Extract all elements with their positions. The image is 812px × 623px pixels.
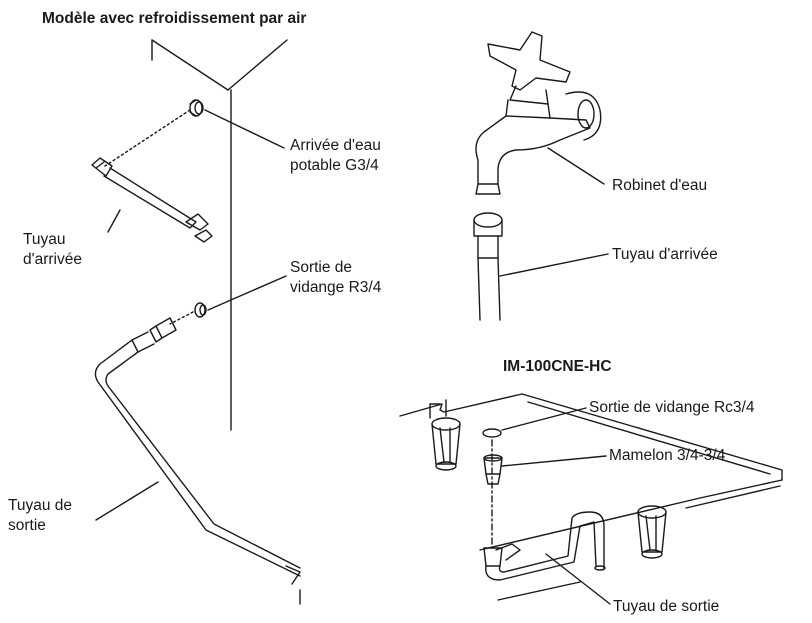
inlet-hose-left-label-line2: d'arrivée [23,251,82,268]
water-tap-label: Robinet d'eau [612,177,708,194]
left-foot [431,417,461,471]
water-inlet-label-line1: Arrivée d'eau [290,137,381,154]
inlet-hose-left-label: Tuyau d'arrivée [23,230,82,270]
inlet-hose-left-label-line1: Tuyau [23,231,66,248]
nipple-fitting [483,454,503,485]
water-tap [475,31,602,195]
leader-lines [95,109,611,605]
right-foot [637,505,667,559]
drain-outlet-label-line1: Sortie de [290,259,353,276]
outlet-hose-right [483,511,606,581]
inlet-hose-right-label: Tuyau d'arrivée [612,246,718,263]
inlet-hose-right [473,212,503,321]
machine-base-outline [399,393,783,601]
machine-cabinet-outline [151,39,288,431]
inlet-hose-left [91,157,213,243]
drain-outlet-rc-label: Sortie de vidange Rc3/4 [589,399,755,416]
drain-outlet-label-line2: vidange R3/4 [290,279,382,296]
nipple-label: Mamelon 3/4-3/4 [609,447,726,464]
outlet-hose-right-label: Tuyau de sortie [613,598,720,615]
outlet-hose-left [94,317,301,605]
outlet-hose-left-label: Tuyau de sortie [8,496,72,536]
drain-outlet-washer [482,428,502,438]
water-inlet-fitting [189,99,204,117]
model-code-title: IM-100CNE-HC [503,358,612,375]
water-inlet-label-line2: potable G3/4 [290,157,379,174]
diagram-title: Modèle avec refroidissement par air [42,10,307,27]
water-inlet-label: Arrivée d'eau potable G3/4 [290,136,381,176]
drain-alignment-dashed-line [169,311,194,325]
outlet-hose-left-label-line1: Tuyau de [8,497,73,514]
drain-outlet-fitting [194,302,207,318]
drain-outlet-label: Sortie de vidange R3/4 [290,258,381,298]
inlet-alignment-dashed-line [104,109,191,167]
outlet-hose-left-label-line2: sortie [8,517,46,534]
